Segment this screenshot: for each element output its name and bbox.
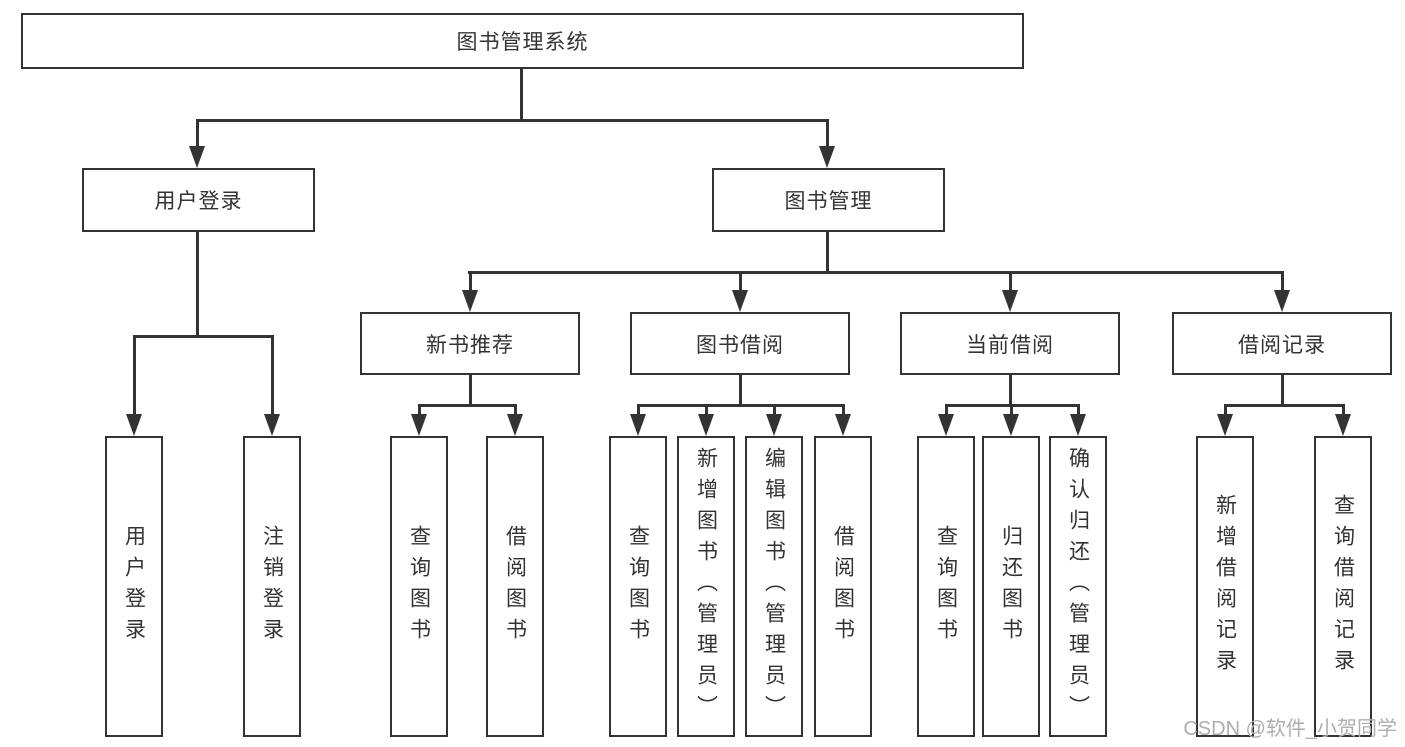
leaf-cb-return-book-label: 归还图书 — [999, 524, 1023, 649]
csdn-watermark: CSDN @软件_小贺同学 — [1183, 718, 1397, 740]
leaf-bb-borrow-book: 借阅图书 — [814, 436, 872, 737]
arrowhead-bb-query — [630, 414, 646, 436]
connector-drop-cb-confirm — [1077, 404, 1080, 417]
arrowhead-book-mgmt — [819, 146, 835, 168]
arrowhead-current-borrow — [1002, 290, 1018, 312]
connector-drop-bb-borrow — [842, 404, 845, 417]
leaf-cb-confirm-return-label: 确认归还（管理员） — [1066, 447, 1090, 726]
arrowhead-leaf-logout — [264, 414, 280, 436]
connector-drop-leaf-logout — [271, 335, 274, 417]
leaf-bb-query-book-label: 查询图书 — [626, 524, 650, 649]
connector-book-borrow-stem — [739, 375, 742, 406]
leaf-logout: 注销登录 — [243, 436, 301, 737]
connector-drop-book-mgmt — [826, 119, 829, 149]
leaf-rec-borrow-book: 借阅图书 — [486, 436, 544, 737]
connector-drop-book-borrow — [739, 271, 742, 293]
leaf-cb-query-book: 查询图书 — [917, 436, 975, 737]
node-book-borrow: 图书借阅 — [630, 312, 850, 375]
leaf-br-query-record-label: 查询借阅记录 — [1331, 493, 1355, 680]
connector-level2-bar — [196, 119, 829, 122]
leaf-cb-query-book-label: 查询图书 — [934, 524, 958, 649]
connector-new-book-rec-bar — [418, 404, 517, 407]
leaf-bb-add-book-label: 新增图书（管理员） — [694, 447, 718, 726]
leaf-user-login-label: 用户登录 — [122, 524, 146, 649]
node-book-borrow-label: 图书借阅 — [696, 333, 784, 357]
leaf-bb-edit-book-label: 编辑图书（管理员） — [762, 447, 786, 726]
connector-root-stem — [520, 69, 523, 121]
node-book-mgmt-label: 图书管理 — [784, 190, 873, 213]
connector-current-borrow-stem — [1009, 375, 1012, 406]
connector-borrow-record-stem — [1281, 375, 1284, 406]
connector-drop-bb-query — [637, 404, 640, 417]
connector-drop-rec-borrow — [514, 404, 517, 417]
leaf-user-login: 用户登录 — [105, 436, 163, 737]
arrowhead-new-book-rec — [462, 290, 478, 312]
arrowhead-cb-return — [1003, 414, 1019, 436]
arrowhead-rec-borrow — [507, 414, 523, 436]
connector-level3-bar — [468, 271, 1284, 274]
node-borrow-record-label: 借阅记录 — [1238, 333, 1326, 357]
connector-new-book-rec-stem — [469, 375, 472, 406]
connector-drop-br-add — [1224, 404, 1227, 417]
connector-user-login-stem — [196, 232, 199, 336]
arrowhead-br-query — [1335, 414, 1351, 436]
leaf-rec-borrow-book-label: 借阅图书 — [503, 524, 527, 649]
leaf-br-add-record-label: 新增借阅记录 — [1213, 493, 1237, 680]
connector-drop-rec-query — [418, 404, 421, 417]
node-book-mgmt: 图书管理 — [712, 168, 945, 232]
node-root: 图书管理系统 — [21, 13, 1024, 69]
connector-drop-user-login — [196, 119, 199, 149]
connector-drop-cb-return — [1010, 404, 1013, 417]
leaf-br-add-record: 新增借阅记录 — [1196, 436, 1254, 737]
leaf-rec-query-book-label: 查询图书 — [407, 524, 431, 649]
connector-drop-borrow-record — [1281, 271, 1284, 293]
leaf-rec-query-book: 查询图书 — [390, 436, 448, 737]
node-user-login-label: 用户登录 — [154, 190, 243, 213]
arrowhead-cb-confirm — [1070, 414, 1086, 436]
connector-drop-bb-edit — [773, 404, 776, 417]
leaf-logout-label: 注销登录 — [260, 524, 284, 649]
leaf-cb-return-book: 归还图书 — [982, 436, 1040, 737]
leaf-bb-add-book: 新增图书（管理员） — [677, 436, 735, 737]
leaf-bb-query-book: 查询图书 — [609, 436, 667, 737]
node-root-label: 图书管理系统 — [456, 31, 589, 54]
leaf-bb-borrow-book-label: 借阅图书 — [831, 524, 855, 649]
arrowhead-bb-add — [698, 414, 714, 436]
connector-drop-leaf-user-login — [133, 335, 136, 417]
leaf-cb-confirm-return: 确认归还（管理员） — [1049, 436, 1107, 737]
connector-current-borrow-bar — [945, 404, 1080, 407]
connector-borrow-record-bar — [1224, 404, 1345, 407]
connector-drop-br-query — [1342, 404, 1345, 417]
connector-user-login-bar — [133, 335, 274, 338]
arrowhead-user-login — [189, 146, 205, 168]
connector-drop-bb-add — [705, 404, 708, 417]
connector-book-borrow-bar — [637, 404, 845, 407]
arrowhead-leaf-user-login — [126, 414, 142, 436]
connector-drop-cb-query — [945, 404, 948, 417]
node-user-login: 用户登录 — [82, 168, 315, 232]
connector-book-mgmt-stem — [826, 232, 829, 273]
leaf-bb-edit-book: 编辑图书（管理员） — [745, 436, 803, 737]
node-new-book-rec: 新书推荐 — [360, 312, 580, 375]
arrowhead-rec-query — [411, 414, 427, 436]
arrowhead-borrow-record — [1274, 290, 1290, 312]
node-current-borrow: 当前借阅 — [900, 312, 1120, 375]
arrowhead-br-add — [1217, 414, 1233, 436]
arrowhead-bb-borrow — [835, 414, 851, 436]
connector-drop-new-book-rec — [469, 271, 472, 293]
arrowhead-cb-query — [938, 414, 954, 436]
arrowhead-bb-edit — [766, 414, 782, 436]
node-current-borrow-label: 当前借阅 — [966, 333, 1054, 357]
leaf-br-query-record: 查询借阅记录 — [1314, 436, 1372, 737]
node-new-book-rec-label: 新书推荐 — [426, 333, 514, 357]
node-borrow-record: 借阅记录 — [1172, 312, 1392, 375]
connector-drop-current-borrow — [1009, 271, 1012, 293]
arrowhead-book-borrow — [732, 290, 748, 312]
